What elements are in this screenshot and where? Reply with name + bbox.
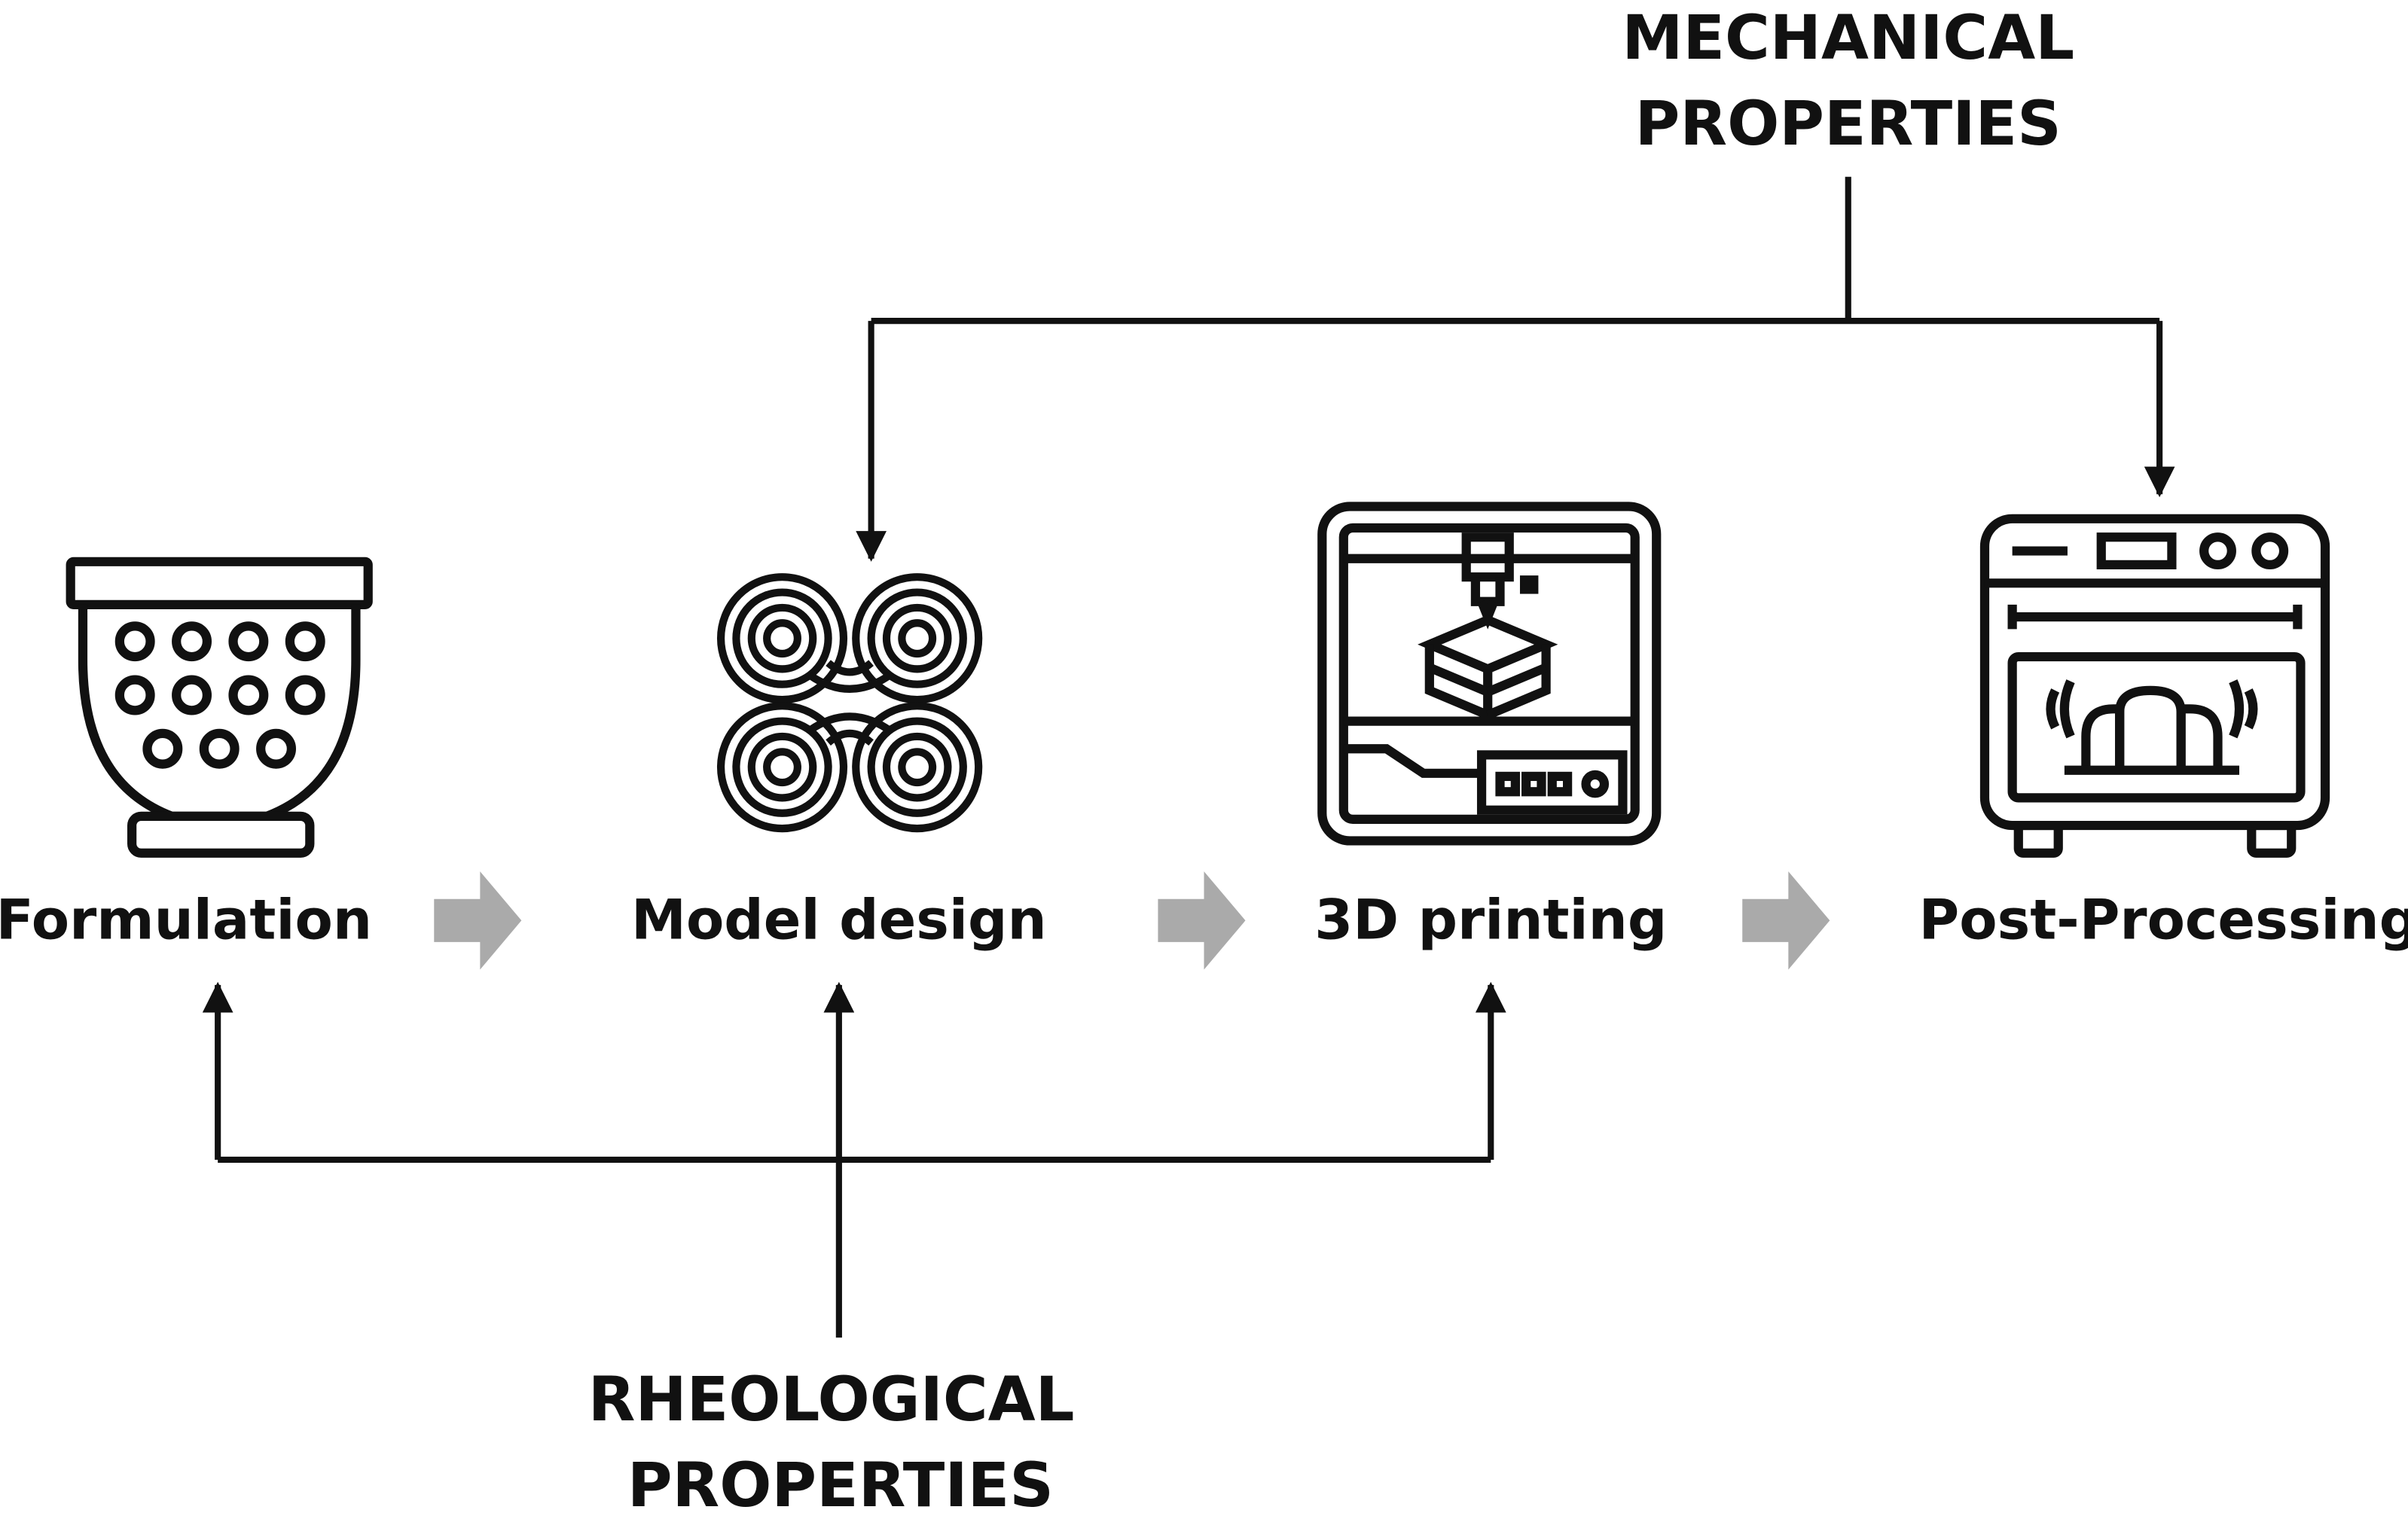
bowl-icon — [66, 557, 373, 858]
3d-printer-icon — [1317, 502, 1662, 846]
stage-label-3d-printing: 3D printing — [1314, 889, 1667, 953]
mechanical-properties-label-line2: PROPERTIES — [1635, 88, 2062, 160]
mechanical-connector — [856, 176, 2175, 562]
rheological-properties-label-line2: PROPERTIES — [627, 1450, 1054, 1519]
flow-arrow-3 — [1742, 871, 1830, 970]
flow-arrow-1 — [434, 871, 522, 970]
flow-arrow-2 — [1158, 871, 1246, 970]
stage-label-formulation: Formulation — [0, 889, 372, 953]
maze-pattern-icon — [716, 573, 983, 833]
oven-icon — [1979, 514, 2330, 858]
stage-label-post-processing: Post-Processing — [1919, 889, 2408, 953]
rheological-properties-label-line1: RHEOLOGICAL — [588, 1364, 1075, 1435]
rheological-connector — [202, 981, 1506, 1338]
mechanical-properties-label-line1: MECHANICAL — [1622, 2, 2074, 74]
stage-label-model-design: Model design — [631, 889, 1047, 953]
